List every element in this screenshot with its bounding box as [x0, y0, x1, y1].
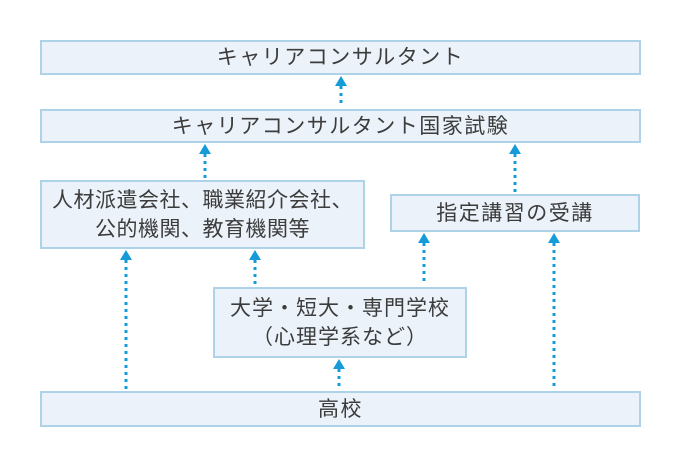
arrow-university-to-companies: [249, 250, 261, 285]
box-career-consultant: キャリアコンサルタント: [40, 40, 641, 75]
box-staffing-companies: 人材派遣会社、職業紹介会社、 公的機関、教育機関等: [40, 180, 365, 249]
arrow-highschool-to-companies: [120, 250, 132, 389]
box-career-consultant-label: キャリアコンサルタント: [216, 46, 465, 69]
box-highschool: 高校: [40, 391, 641, 427]
box-designated-course-label: 指定講習の受講: [436, 201, 594, 225]
box-university: 大学・短大・専門学校 （心理学系など）: [213, 287, 467, 358]
box-national-exam: キャリアコンサルタント国家試験: [40, 109, 641, 143]
box-national-exam-label: キャリアコンサルタント国家試験: [171, 114, 510, 138]
box-highschool-label: 高校: [318, 397, 363, 421]
arrow-highschool-to-course: [548, 233, 560, 389]
box-designated-course: 指定講習の受講: [390, 194, 640, 232]
box-university-line1: 大学・短大・専門学校: [230, 296, 450, 320]
arrow-highschool-to-university: [333, 359, 345, 389]
box-staffing-companies-line2: 公的機関、教育機関等: [95, 217, 310, 241]
arrow-university-to-course: [418, 233, 430, 285]
box-university-line2: （心理学系など）: [252, 325, 428, 349]
box-staffing-companies-line1: 人材派遣会社、職業紹介会社、: [52, 188, 353, 212]
arrow-exam-to-consultant: [335, 76, 347, 106]
arrow-course-to-exam: [509, 144, 521, 192]
arrow-companies-to-exam: [199, 144, 211, 178]
